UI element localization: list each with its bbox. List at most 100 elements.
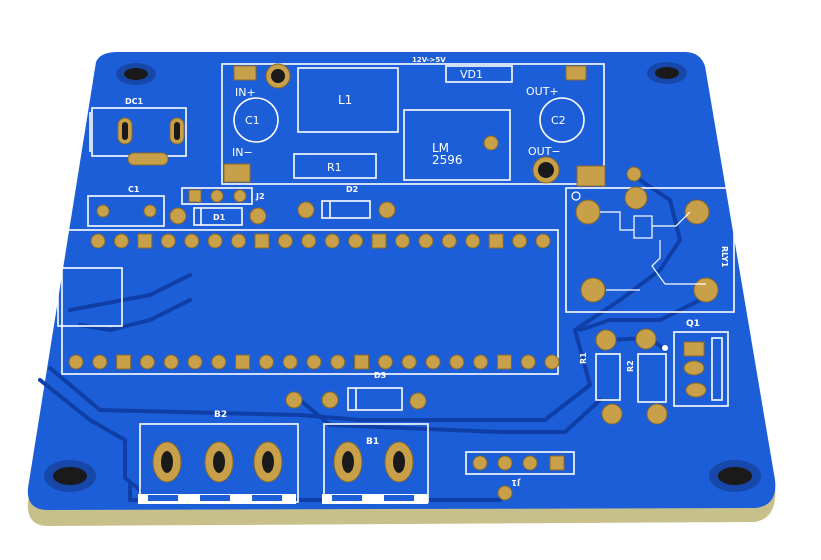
- rly1-outline: [565, 187, 735, 313]
- mcu-header-pin: [377, 354, 393, 370]
- mcu-header-pin: [92, 354, 108, 370]
- in-minus-label: IN−: [232, 146, 253, 159]
- c1-small-label: C1: [128, 185, 140, 194]
- q1-label: Q1: [686, 319, 700, 329]
- mcu-header-pin: [401, 354, 417, 370]
- mounting-hole-bottom-left-drill: [53, 467, 87, 485]
- mcu-header-pin: [90, 233, 106, 249]
- trace-b: [78, 298, 192, 332]
- c1-buck-label: C1: [245, 114, 260, 127]
- mcu-header-pin: [330, 354, 346, 370]
- rly1-pad-d: [693, 277, 719, 303]
- c1-small-outline: [87, 195, 165, 227]
- q1-pad-2: [683, 360, 705, 376]
- q1-pad-3: [685, 382, 707, 398]
- d1-label: D1: [213, 213, 226, 222]
- q1-pad-1: [683, 341, 705, 357]
- mcu-header-pin: [354, 354, 370, 370]
- out-minus-via-drill: [538, 162, 554, 178]
- r1-pad-top: [595, 329, 617, 351]
- mcu-header-pin: [544, 354, 560, 370]
- b1-label: B1: [366, 437, 379, 447]
- d2-diode: D2: [297, 185, 396, 219]
- mcu-header-pin: [116, 354, 132, 370]
- b2-front-notch-3: [252, 495, 282, 501]
- j2-pad-1: [188, 189, 202, 203]
- rly1-pin1-mark: [571, 191, 581, 201]
- mounting-hole-bottom-right-drill: [718, 467, 752, 485]
- mcu-header-pin: [306, 354, 322, 370]
- b2-front-notch-2: [200, 495, 230, 501]
- mcu-header-pin: [465, 233, 481, 249]
- resistors-vertical: R1 R2: [579, 328, 668, 425]
- d1-pad-2: [249, 207, 267, 225]
- q1-tab: [711, 337, 723, 401]
- d2-outline: [321, 200, 371, 219]
- j2-header: J2: [181, 187, 265, 205]
- l1-label: L1: [338, 93, 352, 107]
- mcu-top-pin-row: [90, 233, 551, 249]
- b2-drill-3: [262, 451, 274, 473]
- rly1-relay: RLY1: [565, 166, 735, 313]
- vd1-label: VD1: [460, 68, 483, 81]
- j1-pad-1: [472, 455, 488, 471]
- c1-small-capacitor: C1: [87, 185, 165, 227]
- mcu-header-pin: [207, 233, 223, 249]
- mcu-header-pin: [163, 354, 179, 370]
- mounting-hole-top-left-drill: [124, 68, 148, 80]
- j2-pad-3: [233, 189, 247, 203]
- rly1-top-via: [626, 166, 642, 182]
- mcu-header-pin: [211, 354, 227, 370]
- c2-buck-circle: [539, 97, 585, 143]
- d1-outline: [193, 207, 243, 226]
- r1-side-label: R1: [579, 352, 588, 364]
- rly1-pad-a: [575, 199, 601, 225]
- j2-pad-2: [210, 189, 224, 203]
- q1-outline: [673, 331, 729, 407]
- b1-front-notch-2: [384, 495, 414, 501]
- b2-terminal-block: B2: [138, 410, 299, 504]
- rly1-switch-line-1: [600, 211, 634, 231]
- mcu-header-pin: [324, 233, 340, 249]
- mcu-header-pin: [187, 354, 203, 370]
- d2-label: D2: [346, 185, 358, 194]
- d3-outline: [347, 387, 403, 411]
- buck-outline: [221, 63, 605, 185]
- dc1-connector: DC1: [89, 97, 187, 166]
- b2-front-notch-1: [148, 495, 178, 501]
- mcu-header-pin: [371, 233, 387, 249]
- b2-drill-2: [213, 451, 225, 473]
- b2-drill-1: [161, 451, 173, 473]
- mcu-header-pin: [160, 233, 176, 249]
- j1-pad-4: [549, 455, 565, 471]
- mcu-header-pin: [139, 354, 155, 370]
- mcu-header-pin: [520, 354, 536, 370]
- rly1-coil-box: [633, 215, 653, 239]
- rly1-switch-line-2: [652, 211, 691, 227]
- c2-buck-label: C2: [551, 114, 566, 127]
- mounting-hole-top-right-drill: [655, 67, 679, 79]
- mcu-header-pin: [473, 354, 489, 370]
- mcu-header-pin: [113, 233, 129, 249]
- mounting-holes: [44, 62, 761, 492]
- d2-pad-2: [378, 201, 396, 219]
- mcu-header-pin: [449, 354, 465, 370]
- mcu-header-pin: [277, 233, 293, 249]
- q1-dot: [662, 345, 668, 351]
- j1-pad-3: [522, 455, 538, 471]
- r1-buck-box: [293, 153, 377, 179]
- dc1-pad-3: [127, 152, 169, 166]
- j1-label: J1: [511, 478, 521, 487]
- j1-outline: [465, 451, 575, 475]
- j1-header: J1: [465, 451, 575, 501]
- mcu-header-pin: [512, 233, 528, 249]
- usb-outline: [57, 267, 123, 327]
- out-minus-label: OUT−: [528, 145, 561, 158]
- b2-label: B2: [214, 410, 227, 420]
- lm2596-box: [403, 109, 511, 181]
- mcu-header-pin: [137, 233, 153, 249]
- vd1-pad-right: [565, 65, 587, 81]
- b1-front-notch-1: [332, 495, 362, 501]
- b1-drill-1: [342, 451, 354, 473]
